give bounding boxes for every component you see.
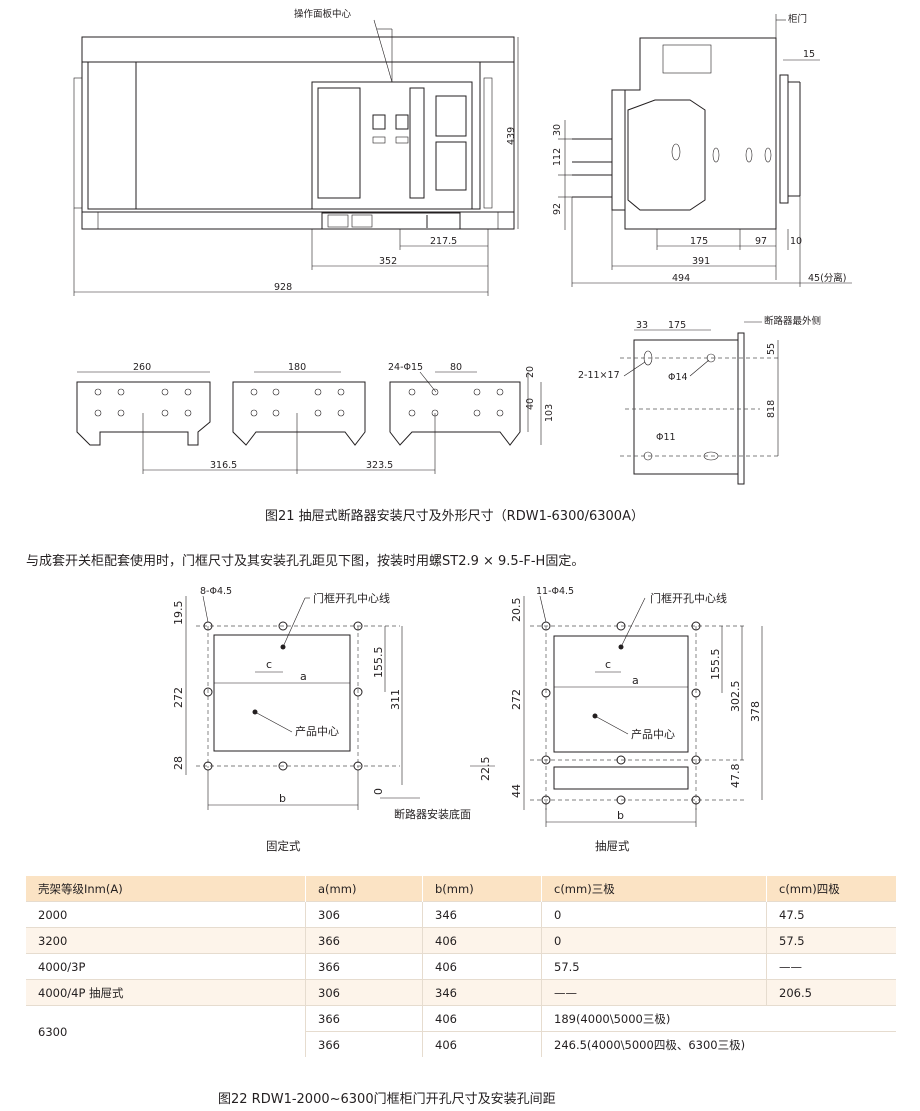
fixed-dim-c: c xyxy=(266,658,272,671)
dim-97: 97 xyxy=(755,236,767,247)
drawout-title: 抽屉式 xyxy=(595,839,630,853)
fixed-dim-22-5: 22.5 xyxy=(479,757,492,782)
fig22-caption: 图22 RDW1-2000~6300门框柜门开孔尺寸及安装孔间距 xyxy=(218,1092,556,1107)
dim-323-5: 323.5 xyxy=(366,460,393,471)
fixed-dim-311: 311 xyxy=(389,689,402,710)
front-view: 操作面板中心 439 217.5 352 928 xyxy=(73,8,519,296)
dim-45: 45(分离) xyxy=(808,272,847,284)
dim-180: 180 xyxy=(288,362,306,373)
dim-818: 818 xyxy=(766,400,777,418)
drawout-door-center: 门框开孔中心线 xyxy=(650,591,727,605)
drawout-holes: 11-Φ4.5 xyxy=(536,586,574,597)
dim-92: 92 xyxy=(552,203,563,215)
drawout-product-center: 产品中心 xyxy=(631,727,675,741)
busbar-view: 260 180 24-Φ15 80 20 40 103 316.5 323.5 xyxy=(76,362,555,474)
fixed-dim-155-5: 155.5 xyxy=(372,647,385,679)
drawout-dim-302-5: 302.5 xyxy=(729,681,742,713)
fixed-dim-28: 28 xyxy=(172,756,185,770)
drawout-type-drawing: 门框开孔中心线 产品中心 11-Φ4.5 c a b 20.5 272 44 1… xyxy=(510,586,763,853)
dim-15: 15 xyxy=(803,49,815,60)
dim-55: 55 xyxy=(766,343,777,355)
drawout-dim-155-5: 155.5 xyxy=(709,649,722,681)
label-panel-center: 操作面板中心 xyxy=(294,8,352,20)
dim-103: 103 xyxy=(544,404,555,422)
dim-40: 40 xyxy=(525,398,536,410)
col-c4: c(mm)四极 xyxy=(766,876,896,902)
dim-30: 30 xyxy=(552,124,563,136)
dim-112: 112 xyxy=(552,148,563,166)
dim-494: 494 xyxy=(672,273,690,284)
drawout-dim-47-8: 47.8 xyxy=(729,764,742,789)
fig21-caption: 图21 抽屉式断路器安装尺寸及外形尺寸（RDW1-6300/6300A） xyxy=(265,509,644,524)
label-outermost: 断路器最外侧 xyxy=(764,315,821,327)
dim-175: 175 xyxy=(690,236,708,247)
dim-24-phi15: 24-Φ15 xyxy=(388,362,423,373)
dim-391: 391 xyxy=(692,256,710,267)
dim-phi14: Φ14 xyxy=(668,372,688,383)
fixed-base-label: 断路器安装底面 xyxy=(394,807,471,821)
fixed-dim-19-5: 19.5 xyxy=(172,601,185,626)
dim-352: 352 xyxy=(379,256,397,267)
fixed-holes: 8-Φ4.5 xyxy=(200,586,232,597)
col-a: a(mm) xyxy=(305,876,423,902)
dim-260: 260 xyxy=(133,362,151,373)
spec-table: 壳架等级Inm(A) a(mm) b(mm) c(mm)三极 c(mm)四极 2… xyxy=(26,876,896,1057)
fixed-door-center: 门框开孔中心线 xyxy=(313,591,390,605)
col-b: b(mm) xyxy=(422,876,542,902)
dim-33: 33 xyxy=(636,320,648,331)
dim-slot: 2-11×17 xyxy=(578,370,620,381)
dim-217-5: 217.5 xyxy=(430,236,457,247)
dim-175b: 175 xyxy=(668,320,686,331)
fixed-dim-0: 0 xyxy=(372,788,385,795)
col-frame: 壳架等级Inm(A) xyxy=(26,876,306,902)
fixed-type-drawing: 门框开孔中心线 产品中心 8-Φ4.5 c a b 19.5 272 28 15… xyxy=(172,586,495,853)
label-door: 柜门 xyxy=(788,13,807,25)
fixed-dim-a: a xyxy=(300,670,307,683)
drawout-dim-44: 44 xyxy=(510,784,523,798)
drawout-dim-378: 378 xyxy=(749,701,762,722)
fixed-product-center: 产品中心 xyxy=(295,724,339,738)
drawout-dim-272: 272 xyxy=(510,689,523,710)
busbar-holes xyxy=(94,388,504,417)
drawout-dim-b: b xyxy=(617,809,624,822)
dim-928: 928 xyxy=(274,282,292,293)
table-header-row: 壳架等级Inm(A) a(mm) b(mm) c(mm)三极 c(mm)四极 xyxy=(26,876,896,902)
dim-10: 10 xyxy=(790,236,802,247)
fixed-dim-b: b xyxy=(279,792,286,805)
fixed-title: 固定式 xyxy=(266,839,301,853)
drawout-dim-c: c xyxy=(605,658,611,671)
dim-20: 20 xyxy=(525,366,536,378)
dim-316-5: 316.5 xyxy=(210,460,237,471)
installation-note: 与成套开关柜配套使用时，门框尺寸及其安装孔孔距见下图，按装时用螺ST2.9 × … xyxy=(26,554,585,569)
side-view: 柜门 15 30 112 92 175 97 10 391 494 45(分离) xyxy=(552,13,852,287)
fixed-dim-272: 272 xyxy=(172,687,185,708)
mount-view: 33 175 断路器最外侧 2-11×17 Φ14 Φ11 55 818 xyxy=(578,315,821,485)
drawout-dim-a: a xyxy=(632,674,639,687)
dim-phi11: Φ11 xyxy=(656,432,676,443)
drawout-dim-20-5: 20.5 xyxy=(510,598,523,623)
dim-80: 80 xyxy=(450,362,462,373)
dim-439: 439 xyxy=(506,127,517,145)
col-c3: c(mm)三极 xyxy=(541,876,767,902)
row-6300-label: 6300 xyxy=(26,1005,306,1057)
